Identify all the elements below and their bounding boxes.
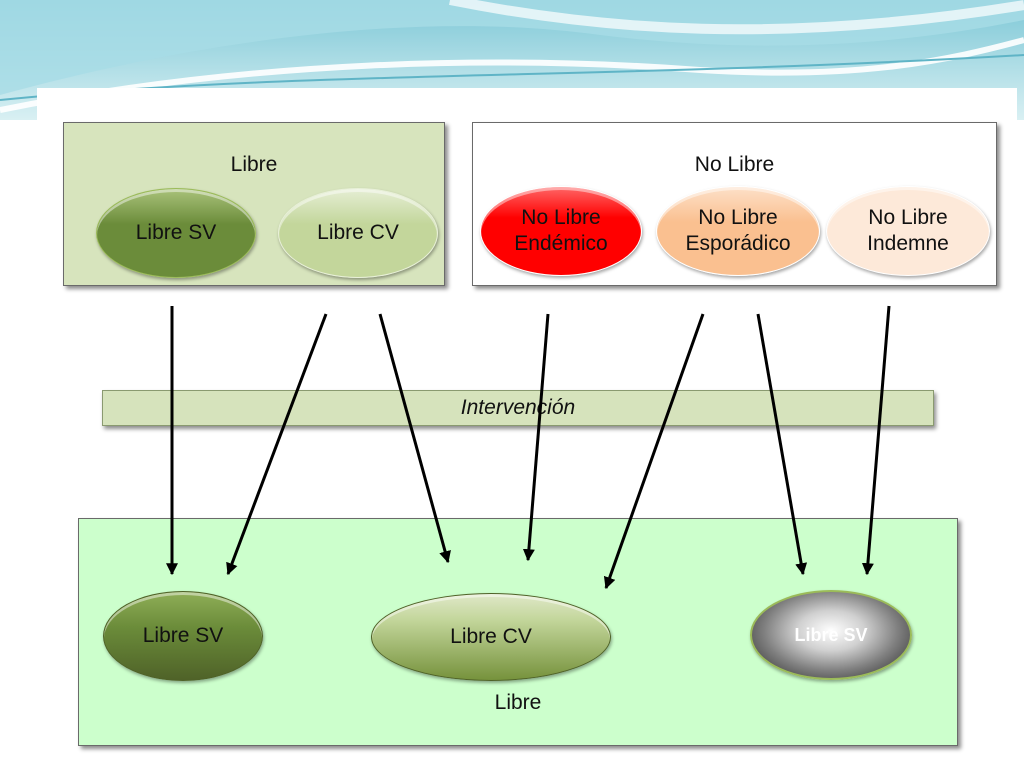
result-libre-sv-grey-oval: Libre SV <box>750 590 912 680</box>
libre-sv-oval: Libre SV <box>96 188 256 278</box>
no-libre-indemne-oval: No Libre Indemne <box>826 186 990 276</box>
result-libre-sv-oval: Libre SV <box>103 591 263 681</box>
libre-cv-oval: Libre CV <box>278 188 438 278</box>
libre-cv-label: Libre CV <box>317 220 399 244</box>
result-libre-cv-label: Libre CV <box>450 624 532 648</box>
result-libre-sv-label: Libre SV <box>142 623 224 647</box>
intervention-band: Intervención <box>102 390 934 426</box>
result-libre-sv-grey-label: Libre SV <box>794 624 868 645</box>
no-libre-esporadico-label: No Libre Esporádico <box>685 205 791 255</box>
no-libre-esporadico-oval: No Libre Esporádico <box>656 186 820 276</box>
libre-sv-label: Libre SV <box>135 220 217 244</box>
intervention-label: Intervención <box>460 396 576 419</box>
no-libre-endemico-label: No Libre Endémico <box>514 205 608 255</box>
no-libre-box-title: No Libre <box>694 153 775 176</box>
no-libre-indemne-label: No Libre Indemne <box>867 205 949 255</box>
libre-result-box-title: Libre <box>494 691 542 714</box>
result-libre-cv-oval: Libre CV <box>371 593 611 681</box>
no-libre-endemico-oval: No Libre Endémico <box>480 186 642 276</box>
libre-box-title: Libre <box>230 153 278 176</box>
